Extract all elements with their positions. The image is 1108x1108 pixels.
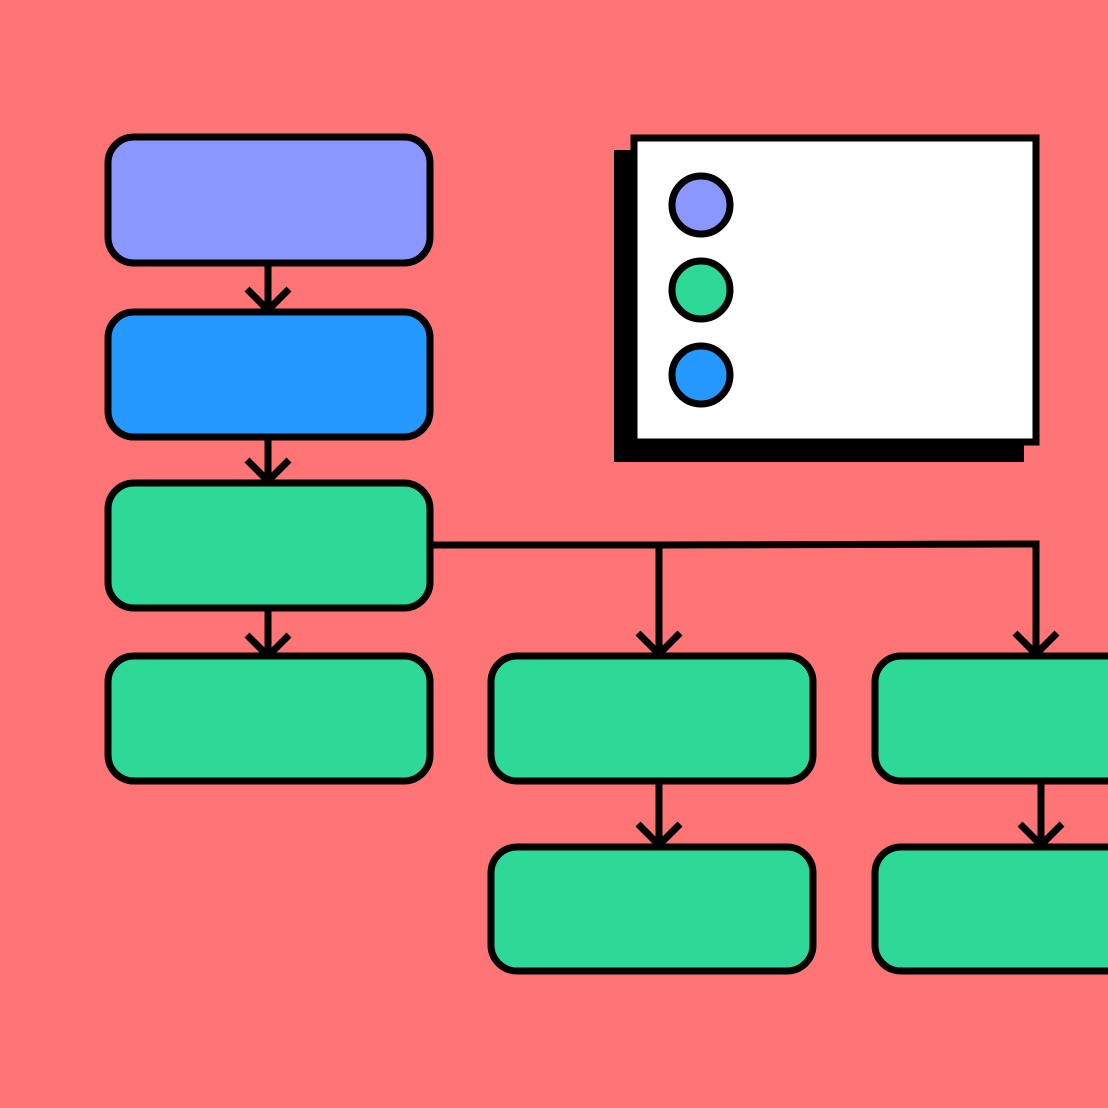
flowchart-node-3 [104,479,434,612]
legend-panel [614,134,1040,462]
legend-swatch-3 [668,342,734,408]
flowchart-node-5 [487,652,817,785]
flowchart-node-8 [871,843,1108,975]
connector-line [658,540,1040,654]
flowchart-node-2 [104,308,434,441]
nodes-layer [104,133,1108,975]
legend-swatch-2 [668,257,734,323]
flowchart-node-6 [871,652,1108,785]
flowchart-node-7 [487,843,817,975]
flowchart-node-4 [104,652,434,785]
legend-swatch-1 [668,172,734,238]
flowchart-node-1 [104,133,434,267]
